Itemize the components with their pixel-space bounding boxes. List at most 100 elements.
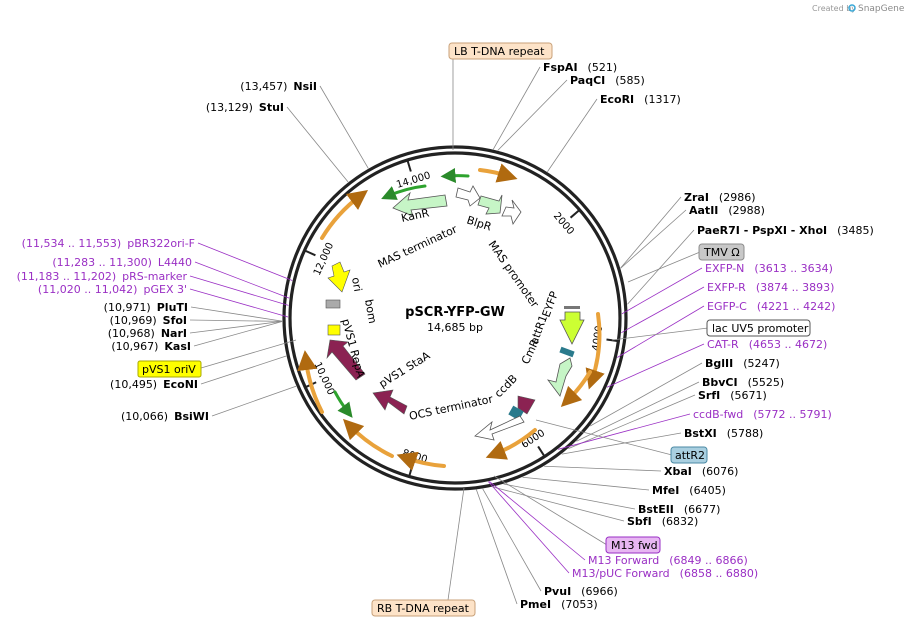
- enzyme-leader-line: [190, 306, 283, 322]
- feature-label: MAS terminator: [376, 222, 460, 270]
- enzyme-leader-line: [497, 79, 568, 151]
- primer-leader-line: [194, 261, 290, 299]
- ruler-tick: [304, 249, 316, 257]
- enzyme-site: PaqCI (585): [570, 74, 645, 87]
- box-lb-tdna: LB T-DNA repeat: [448, 42, 553, 60]
- enzyme-site: ZraI(2986): [684, 191, 756, 204]
- enzyme-position: (6677): [684, 503, 721, 516]
- credit-prefix: Created by: [812, 4, 856, 13]
- feature-label: bom: [362, 298, 379, 324]
- primer-name: EXFP-R: [707, 281, 746, 294]
- ruler-tick-label: 2000: [551, 211, 576, 237]
- box-pvs1-oriv: pVS1 oriV: [137, 360, 202, 378]
- enzyme-name: XbaI: [664, 465, 692, 478]
- primer-leader-line: [489, 481, 586, 561]
- enzyme-name: AatII: [689, 204, 718, 217]
- enzyme-name: BstEII: [638, 503, 674, 516]
- enzyme-leader-line: [503, 483, 636, 510]
- ruler-tick: [408, 464, 414, 477]
- feature-label: pVS1 StaA: [377, 349, 433, 391]
- primer-position: (3874 .. 3893): [756, 281, 835, 294]
- feature-label: MAS promoter: [486, 238, 542, 310]
- enzyme-site: BbvCI (5525): [702, 376, 784, 389]
- site-labels: FspAI(521)PaqCI(585)EcoRI(1317)ZraI(2986…: [17, 61, 874, 611]
- enzyme-leader-line: [286, 106, 349, 183]
- enzyme-site: XbaI (6076): [664, 465, 738, 478]
- feature-blpr: BlpR MAS promoter: [455, 185, 542, 310]
- primer-position: (11,534 .. 11,553): [22, 237, 122, 250]
- enzyme-position: (10,066): [121, 410, 168, 423]
- primer-name: ccdB-fwd: [693, 408, 743, 421]
- primer-position: (11,183 .. 11,202): [17, 270, 117, 283]
- enzyme-site: BstXI(5788): [684, 427, 763, 440]
- primer-leader-line: [558, 413, 691, 450]
- enzyme-leader-line: [200, 355, 287, 385]
- feature-label: KanR: [400, 206, 431, 225]
- enzyme-site: PaeR7I - PspXI - XhoI(3485): [697, 224, 874, 237]
- enzyme-name: KasI: [164, 340, 191, 353]
- plasmid-name: pSCR-YFP-GW: [405, 305, 505, 320]
- svg-text:TMV Ω: TMV Ω: [703, 246, 740, 259]
- enzyme-leader-line: [189, 320, 283, 334]
- feature-label: EYFP: [540, 289, 561, 319]
- enzyme-leader-line: [561, 432, 682, 455]
- enzyme-position: (10,971): [104, 301, 151, 314]
- primer-site: M13 Forward(6849 .. 6866): [588, 554, 748, 567]
- feature-ccdb: ccdB OCS terminator: [408, 372, 536, 441]
- enzyme-position: (5525): [748, 376, 785, 389]
- enzyme-position: (585): [615, 74, 645, 87]
- enzyme-name: PaqCI: [570, 74, 605, 87]
- primer-leader-line: [488, 481, 570, 574]
- box-leaders: [200, 56, 709, 601]
- box-lac-uv5: lac UV5 promoter: [706, 319, 811, 337]
- leader-lines: [189, 66, 705, 605]
- enzyme-leader-line: [211, 385, 297, 417]
- primer-site: EXFP-R (3874 .. 3893): [707, 281, 834, 294]
- enzyme-position: (5671): [730, 389, 767, 402]
- enzyme-name: BstXI: [684, 427, 717, 440]
- enzyme-position: (10,968): [108, 327, 155, 340]
- svg-text:RB T-DNA repeat: RB T-DNA repeat: [377, 602, 470, 615]
- enzyme-position: (6966): [581, 585, 618, 598]
- primer-position: (5772 .. 5791): [753, 408, 832, 421]
- enzyme-position: (6076): [702, 465, 739, 478]
- feature-label: ccdB: [492, 372, 520, 400]
- enzyme-name: SfoI: [163, 314, 187, 327]
- ruler-tick: [406, 159, 412, 172]
- enzyme-site: (10,969) SfoI: [110, 314, 187, 327]
- credit-brand: SnapGene: [858, 4, 905, 14]
- primer-leader-line: [621, 267, 703, 315]
- svg-text:M13 fwd: M13 fwd: [611, 539, 658, 552]
- primer-position: (6849 .. 6866): [669, 554, 748, 567]
- backbone: [282, 145, 628, 491]
- enzyme-name: PmeI: [520, 598, 551, 611]
- enzyme-leader-line: [193, 321, 283, 347]
- enzyme-position: (10,969): [110, 314, 157, 327]
- enzyme-name: MfeI: [652, 484, 679, 497]
- enzyme-site: (10,495)EcoNI: [110, 378, 198, 391]
- enzyme-name: StuI: [259, 101, 284, 114]
- green-arcs: [333, 167, 470, 418]
- primer-site: M13/pUC Forward(6858 .. 6880): [572, 567, 758, 580]
- enzyme-position: (6405): [689, 484, 726, 497]
- enzyme-site: FspAI(521): [543, 61, 617, 74]
- box-tmv-omega: TMV Ω: [698, 243, 745, 261]
- primer-name: CAT-R: [707, 338, 739, 351]
- feature-label: OCS terminator: [408, 392, 495, 423]
- enzyme-site: PvuI(6966): [544, 585, 618, 598]
- ruler-tick: [537, 445, 546, 458]
- enzyme-site: (10,968)NarI: [108, 327, 187, 340]
- enzyme-position: (5247): [743, 357, 780, 370]
- enzyme-site: SrfI(5671): [698, 389, 767, 402]
- enzyme-leader-line: [492, 486, 625, 522]
- enzyme-name: PluTI: [157, 301, 188, 314]
- primer-site: EGFP-C(4221 .. 4242): [707, 300, 835, 313]
- primer-name: pBR322ori-F: [127, 237, 195, 250]
- enzyme-site: SbfI(6832): [627, 515, 698, 528]
- orange-arcs: [297, 163, 605, 471]
- primer-site: (11,283 .. 11,300)L4440: [52, 256, 192, 269]
- enzyme-leader-line: [576, 381, 700, 442]
- enzyme-position: (7053): [561, 598, 598, 611]
- enzyme-name: BbvCI: [702, 376, 738, 389]
- enzyme-position: (521): [588, 61, 618, 74]
